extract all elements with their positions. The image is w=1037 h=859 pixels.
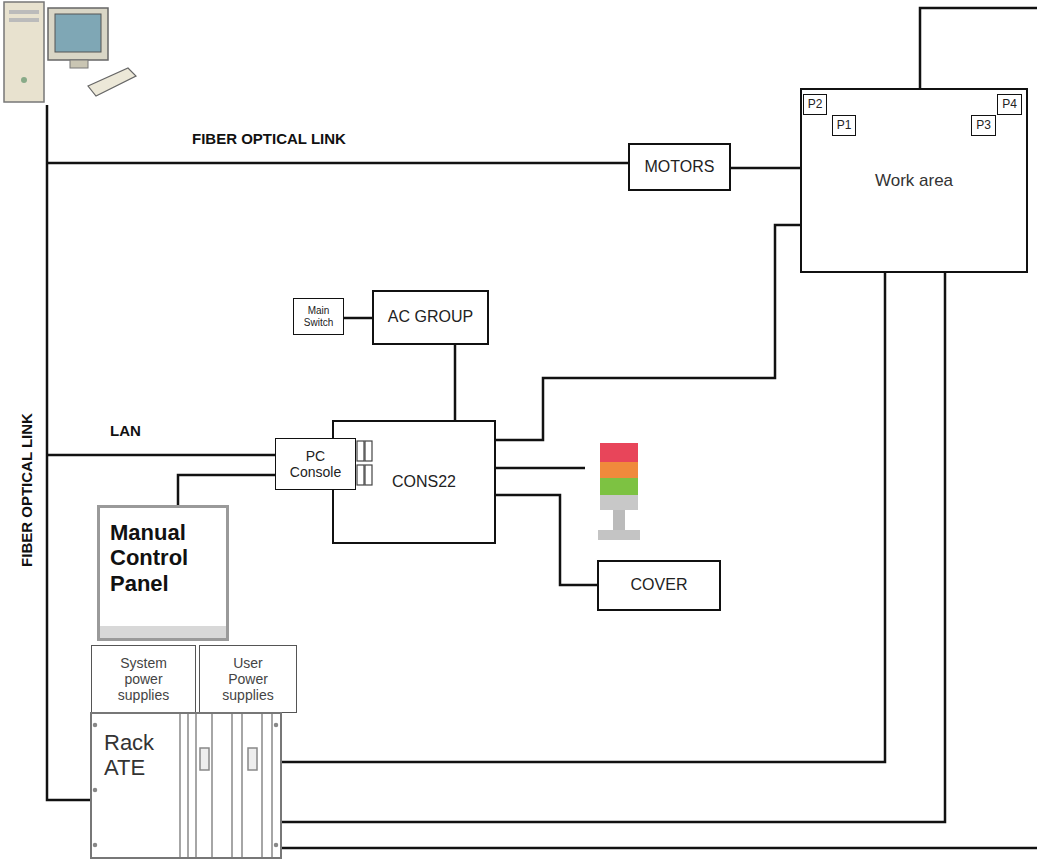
node-text: MOTORS [645, 158, 715, 176]
lan-wire [47, 454, 275, 457]
unit-box: AC GROUP [372, 290, 489, 345]
link-label: LAN [110, 423, 141, 440]
node-text: Rack ATE [104, 730, 174, 781]
unit-box: MOTORS [628, 143, 731, 191]
signal-tower [598, 443, 640, 540]
rack-box: Rack ATE [90, 712, 282, 859]
supply-box: System power supplies [91, 645, 196, 713]
connector [496, 495, 597, 585]
node-text: Work area [875, 171, 953, 191]
rack-detail [94, 714, 278, 859]
node-text: CONS22 [392, 473, 456, 491]
console-connectors [357, 441, 372, 485]
connector [344, 317, 372, 320]
supply-box: User Power supplies [199, 645, 297, 713]
node-text: P4 [1002, 98, 1017, 112]
node-text: Manual Control Panel [110, 520, 218, 596]
unit-box: COVER [597, 560, 721, 611]
node-text: P3 [976, 119, 991, 133]
connector [731, 167, 800, 170]
node-text: P1 [837, 119, 852, 133]
connector [496, 225, 800, 440]
node-text: P2 [808, 98, 823, 112]
connector [282, 273, 885, 762]
node-text: COVER [631, 576, 688, 594]
area-box: Work area P2P1 P4P3 [800, 88, 1028, 273]
position-box: P1 [832, 115, 856, 136]
fiber-wire [47, 105, 90, 800]
position-box: P4 [997, 94, 1022, 115]
connector [178, 475, 275, 505]
fiber-wire [47, 162, 628, 165]
panel-box: Manual Control Panel [97, 505, 229, 641]
position-box: P3 [971, 115, 996, 136]
connector [454, 345, 457, 420]
switch-box: Main Switch [293, 298, 344, 335]
node-text: Main Switch [298, 305, 340, 328]
link-label: FIBER OPTICAL LINK [192, 131, 346, 148]
exit-wire [920, 8, 1037, 88]
node-text: PC Console [285, 448, 347, 480]
node-text: AC GROUP [388, 308, 473, 326]
position-box: P2 [803, 94, 827, 115]
connector [282, 273, 945, 822]
lamp-wire [495, 467, 585, 470]
console-port-box: PC Console [275, 438, 356, 490]
computer-icon [4, 2, 136, 102]
link-label: FIBER OPTICAL LINK [19, 413, 36, 567]
node-text: System power supplies [108, 655, 180, 703]
exit-wire [281, 847, 1037, 850]
node-text: User Power supplies [212, 655, 284, 703]
console-box: CONS22 [332, 420, 496, 544]
